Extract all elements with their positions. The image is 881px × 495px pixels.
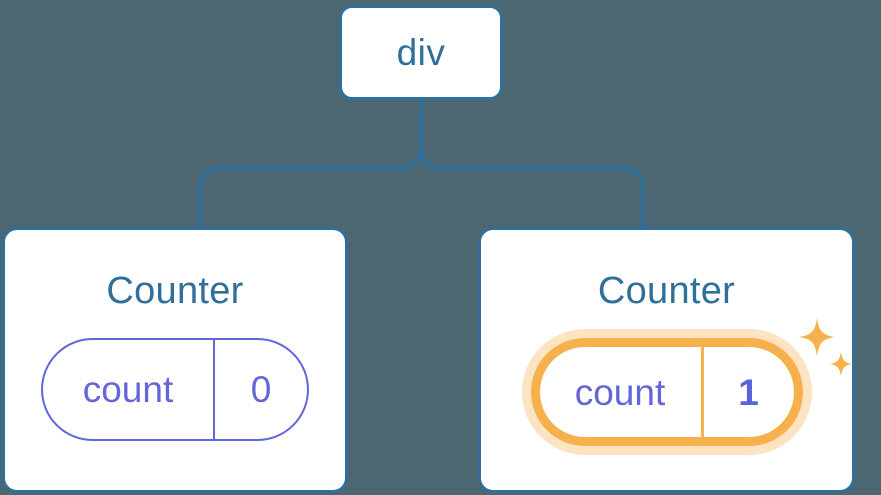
node-root-div[interactable]: div [339, 5, 503, 100]
state-pill-left-key-cell: count [43, 340, 215, 439]
state-pill-right-value-cell: 1 [704, 347, 794, 437]
state-pill-left-key: count [82, 369, 174, 410]
edge-root-to-right-child [419, 98, 645, 231]
node-counter-left[interactable]: Counter count 0 [2, 227, 348, 493]
node-counter-left-title: Counter [106, 270, 244, 312]
state-pill-right-key-cell: count [540, 347, 704, 437]
node-counter-right-title: Counter [597, 270, 736, 312]
state-pill-left-value: 0 [250, 369, 272, 410]
edge-root-to-left-child [198, 98, 423, 231]
state-pill-right-key: count [574, 371, 666, 413]
state-pill-left-value-cell: 0 [215, 340, 307, 439]
state-pill-right[interactable]: count 1 [530, 338, 803, 446]
state-pill-left-wrapper: count 0 [41, 338, 309, 441]
state-pill-left[interactable]: count 0 [41, 338, 309, 441]
node-counter-right[interactable]: Counter count 1 [478, 227, 855, 493]
node-root-label: div [396, 32, 446, 73]
state-pill-right-wrapper: count 1 [530, 338, 803, 446]
state-pill-right-value: 1 [738, 371, 759, 413]
